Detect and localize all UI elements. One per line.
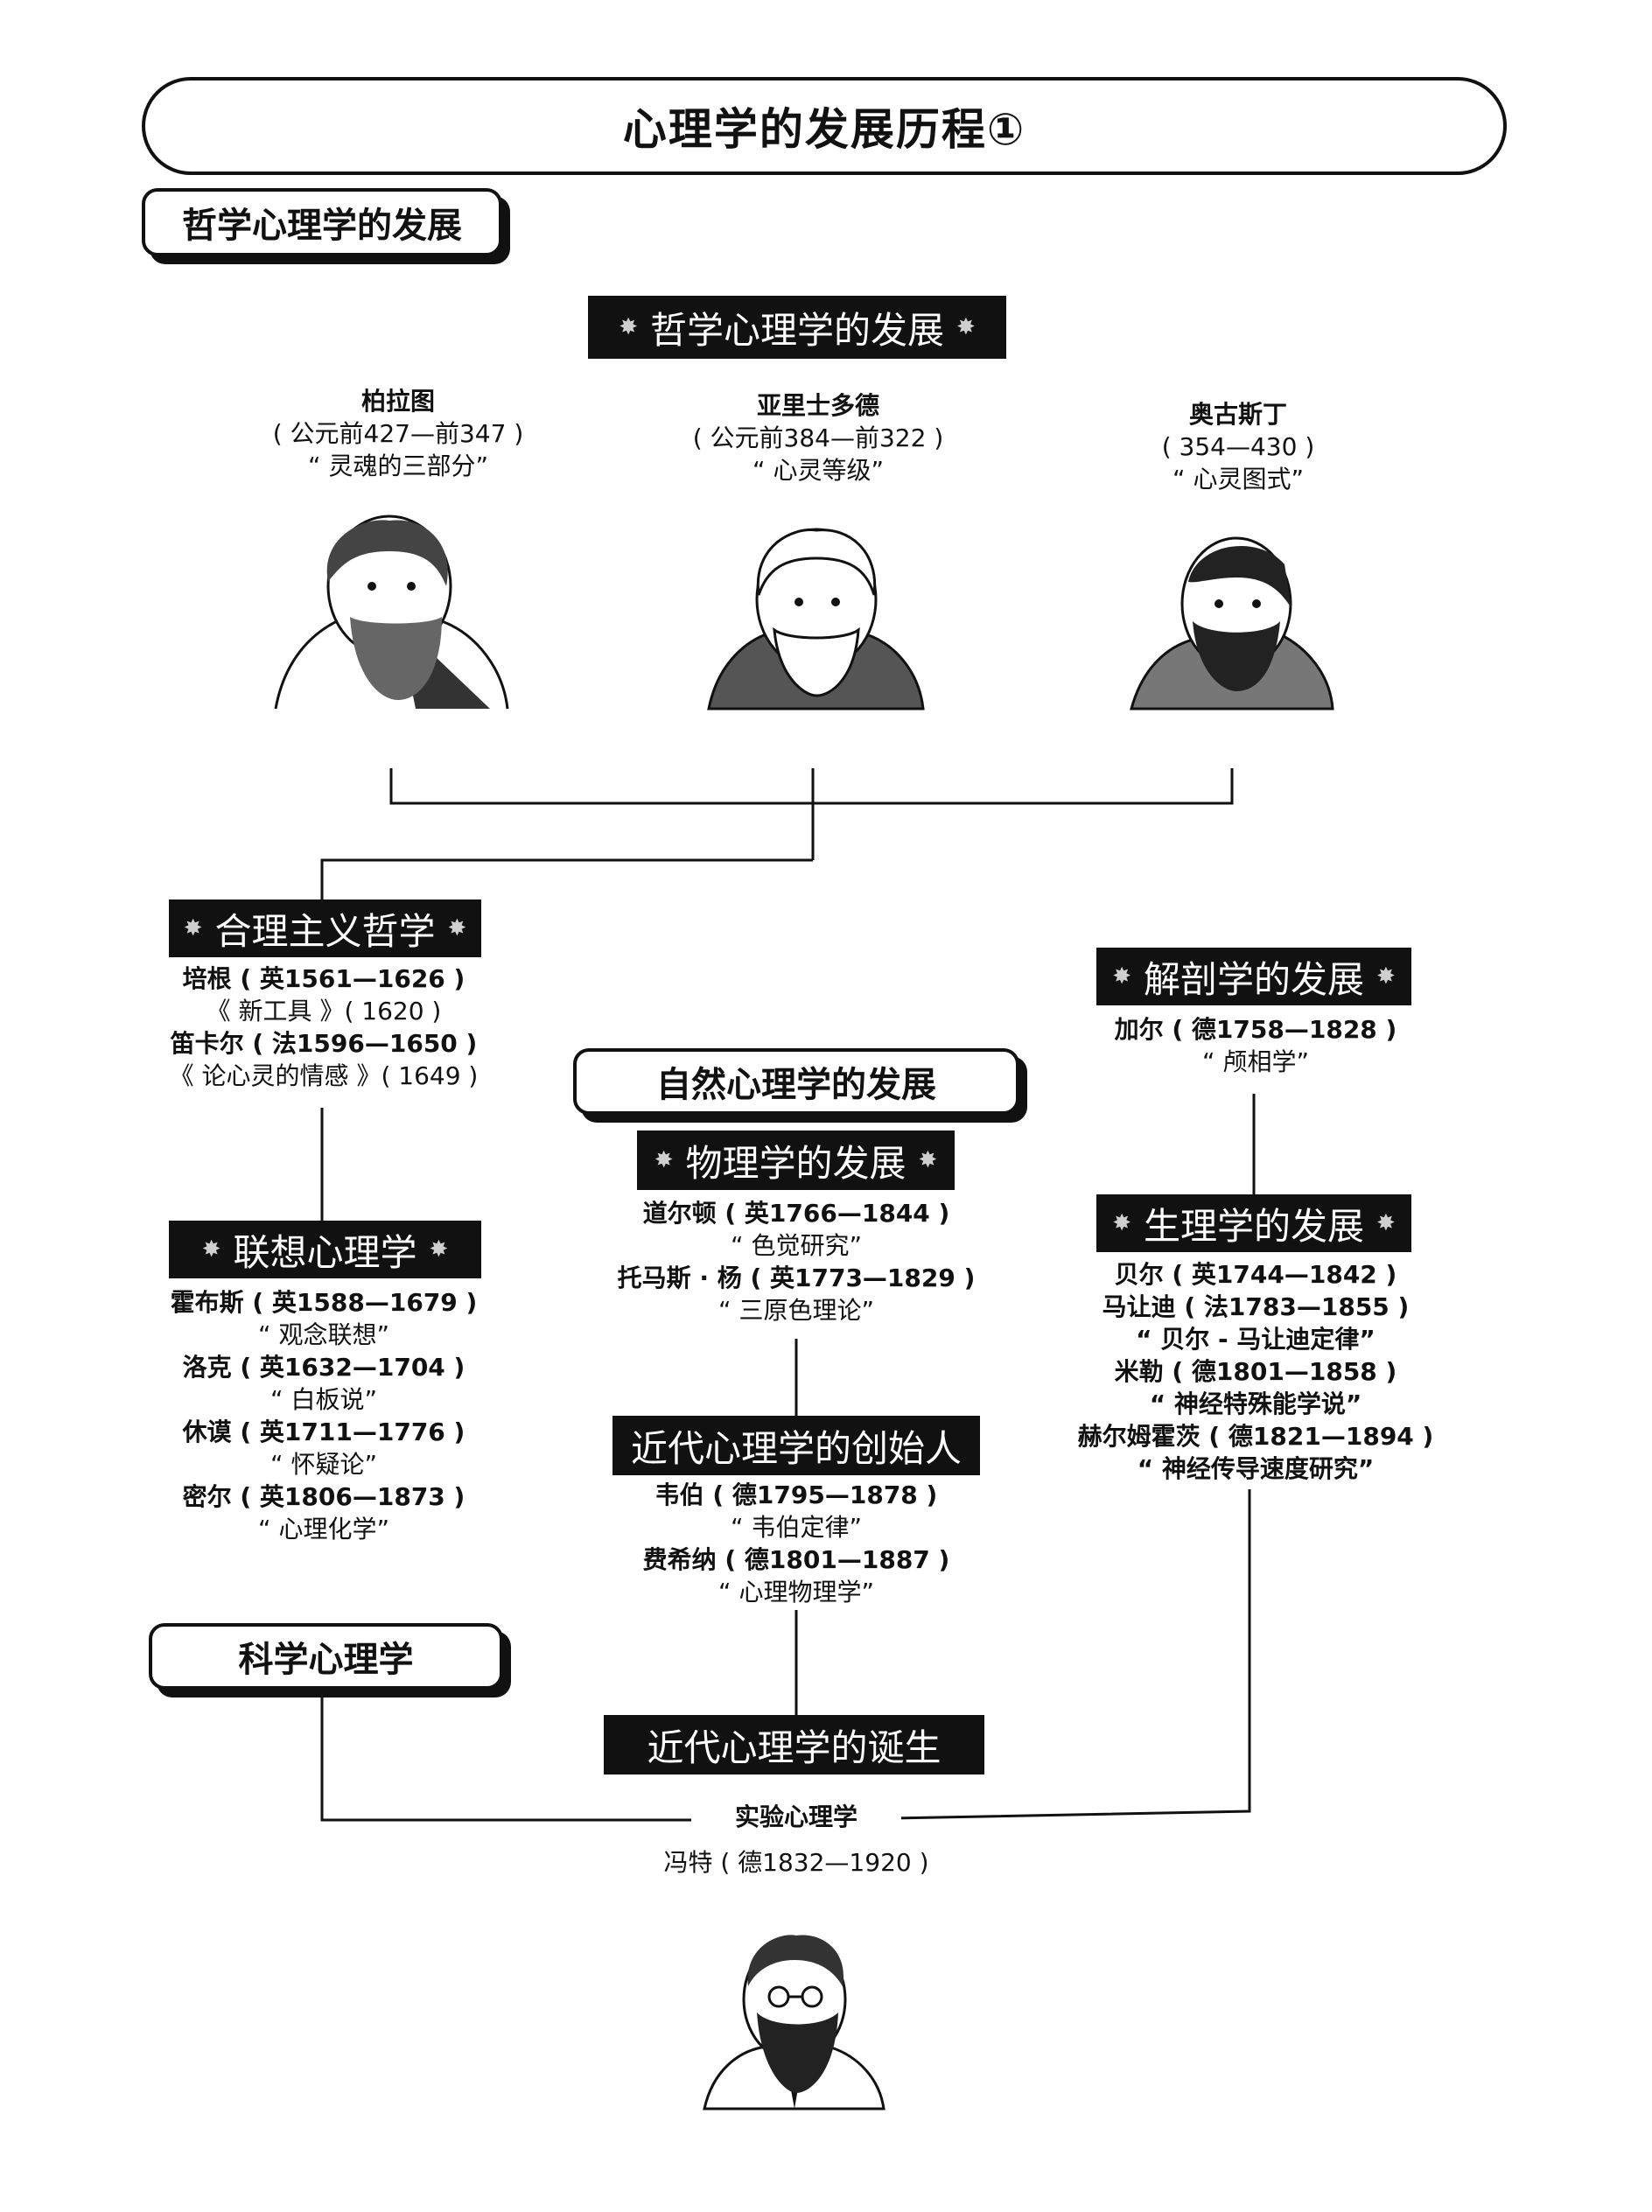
sparkle-icon: ✸ bbox=[1376, 963, 1396, 990]
header-anatomy: ✸ 解剖学的发展 ✸ bbox=[1096, 948, 1411, 1005]
associationism-line: 休谟 ( 英1711—1776 ) bbox=[182, 1418, 466, 1446]
philosopher-idea: “ 心灵图式” bbox=[1172, 465, 1304, 494]
physics-line: 托马斯 · 杨 ( 英1773—1829 ) bbox=[617, 1264, 976, 1292]
founders-line: 费希纳 ( 德1801—1887 ) bbox=[642, 1545, 950, 1574]
sparkle-icon: ✸ bbox=[619, 314, 638, 340]
physics-line: “ 色觉研究” bbox=[731, 1231, 862, 1260]
sparkle-icon: ✸ bbox=[201, 1236, 221, 1263]
wundt-info: 冯特 ( 德1832—1920 ) bbox=[612, 1846, 980, 1879]
header-philosophical: ✸ 哲学心理学的发展 ✸ bbox=[588, 296, 1006, 359]
wundt-name: 冯特 ( 德1832—1920 ) bbox=[663, 1848, 929, 1877]
rationalism-line: 《 新工具 》( 1620 ) bbox=[206, 997, 442, 1026]
header-physics-label: 物理学的发展 bbox=[685, 1141, 906, 1185]
section-tag-scientific-label: 科学心理学 bbox=[238, 1640, 414, 1680]
sparkle-icon: ✸ bbox=[654, 1147, 674, 1173]
associationism-line: 洛克 ( 英1632—1704 ) bbox=[182, 1353, 466, 1382]
page-title: 心理学的发展历程① bbox=[622, 104, 1026, 155]
philosopher-dates: ( 公元前427—前347 ) bbox=[272, 419, 524, 448]
associationism-line: “ 心理化学” bbox=[258, 1515, 389, 1544]
founders-line: “ 韦伯定律” bbox=[731, 1513, 862, 1542]
sparkle-icon: ✸ bbox=[956, 314, 976, 340]
associationism-line: 霍布斯 ( 英1588—1679 ) bbox=[170, 1288, 478, 1317]
rationalism-line: 培根 ( 英1561—1626 ) bbox=[182, 964, 466, 993]
physiology-line: 贝尔 ( 英1744—1842 ) bbox=[1114, 1260, 1397, 1289]
physiology-list: 贝尔 ( 英1744—1842 ) 马让迪 ( 法1783—1855 ) “ 贝… bbox=[1046, 1258, 1466, 1485]
philosopher-name: 亚里士多德 bbox=[756, 391, 879, 420]
header-modern-birth: 近代心理学的诞生 bbox=[604, 1715, 984, 1774]
sparkle-icon: ✸ bbox=[1112, 963, 1131, 990]
header-modern-founders: 近代心理学的创始人 bbox=[612, 1416, 980, 1475]
sparkle-icon: ✸ bbox=[918, 1147, 938, 1173]
sparkle-icon: ✸ bbox=[1376, 1210, 1396, 1236]
rationalism-line: 笛卡尔 ( 法1596—1650 ) bbox=[170, 1029, 478, 1058]
section-tag-philosophical: 哲学心理学的发展 bbox=[142, 188, 502, 256]
philosopher-aristotle: 亚里士多德 ( 公元前384—前322 ) “ 心灵等级” bbox=[630, 389, 1006, 486]
anatomy-list: 加尔 ( 德1758—1828 ) “ 颅相学” bbox=[1063, 1013, 1448, 1078]
section-tag-natural: 自然心理学的发展 bbox=[573, 1048, 1019, 1115]
physics-line: 道尔顿 ( 英1766—1844 ) bbox=[642, 1199, 950, 1228]
experimental-label: 实验心理学 bbox=[734, 1802, 858, 1831]
associationism-line: “ 观念联想” bbox=[258, 1320, 389, 1349]
wundt-portrait bbox=[703, 1935, 886, 2110]
header-physiology-label: 生理学的发展 bbox=[1144, 1204, 1365, 1248]
physics-line: “ 三原色理论” bbox=[718, 1296, 874, 1325]
philosopher-idea: “ 灵魂的三部分” bbox=[308, 452, 488, 480]
philosopher-plato: 柏拉图 ( 公元前427—前347 ) “ 灵魂的三部分” bbox=[210, 385, 586, 482]
header-associationism: ✸ 联想心理学 ✸ bbox=[169, 1221, 481, 1278]
header-physics: ✸ 物理学的发展 ✸ bbox=[637, 1130, 955, 1190]
header-physiology: ✸ 生理学的发展 ✸ bbox=[1096, 1194, 1411, 1252]
header-modern-birth-label: 近代心理学的诞生 bbox=[647, 1726, 942, 1769]
sparkle-icon: ✸ bbox=[447, 915, 467, 942]
page-title-pill: 心理学的发展历程① bbox=[142, 77, 1507, 175]
section-tag-philosophical-label: 哲学心理学的发展 bbox=[182, 206, 462, 246]
philosopher-name: 奥古斯丁 bbox=[1188, 400, 1287, 429]
anatomy-line: 加尔 ( 德1758—1828 ) bbox=[1114, 1015, 1397, 1044]
anatomy-line: “ 颅相学” bbox=[1202, 1047, 1309, 1076]
section-tag-scientific: 科学心理学 bbox=[149, 1623, 503, 1690]
founders-line: 韦伯 ( 德1795—1878 ) bbox=[654, 1480, 938, 1509]
section-tag-natural-label: 自然心理学的发展 bbox=[656, 1065, 936, 1105]
physiology-line: “ 神经传导速度研究” bbox=[1137, 1454, 1375, 1483]
header-philosophical-label: 哲学心理学的发展 bbox=[650, 308, 945, 352]
header-rationalism: ✸ 合理主义哲学 ✸ bbox=[169, 900, 481, 957]
aristotle-portrait bbox=[707, 528, 925, 710]
sparkle-icon: ✸ bbox=[429, 1236, 449, 1263]
philosopher-dates: ( 公元前384—前322 ) bbox=[692, 424, 944, 452]
physiology-line: 米勒 ( 德1801—1858 ) bbox=[1114, 1357, 1397, 1386]
founders-list: 韦伯 ( 德1795—1878 ) “ 韦伯定律” 费希纳 ( 德1801—18… bbox=[595, 1479, 998, 1608]
physiology-line: 赫尔姆霍茨 ( 德1821—1894 ) bbox=[1077, 1422, 1434, 1451]
rationalism-list: 培根 ( 英1561—1626 ) 《 新工具 》( 1620 ) 笛卡尔 ( … bbox=[131, 962, 516, 1092]
philosopher-name: 柏拉图 bbox=[360, 387, 435, 416]
physiology-line: “ 贝尔 - 马让迪定律” bbox=[1136, 1325, 1376, 1354]
header-rationalism-label: 合理主义哲学 bbox=[214, 909, 436, 953]
rationalism-line: 《 论心灵的情感 》( 1649 ) bbox=[169, 1061, 479, 1090]
philosopher-idea: “ 心灵等级” bbox=[752, 456, 884, 485]
augustine-portrait bbox=[1130, 536, 1334, 710]
header-associationism-label: 联想心理学 bbox=[233, 1230, 417, 1274]
associationism-line: “ 白板说” bbox=[270, 1385, 377, 1414]
philosopher-dates: ( 354—430 ) bbox=[1161, 432, 1315, 461]
physics-list: 道尔顿 ( 英1766—1844 ) “ 色觉研究” 托马斯 · 杨 ( 英17… bbox=[595, 1197, 998, 1326]
associationism-line: “ 怀疑论” bbox=[270, 1450, 377, 1479]
associationism-line: 密尔 ( 英1806—1873 ) bbox=[182, 1482, 466, 1511]
experimental-label-box: 实验心理学 bbox=[691, 1801, 901, 1833]
philosopher-augustine: 奥古斯丁 ( 354—430 ) “ 心灵图式” bbox=[1050, 398, 1426, 495]
header-modern-founders-label: 近代心理学的创始人 bbox=[631, 1426, 962, 1470]
sparkle-icon: ✸ bbox=[183, 915, 203, 942]
physiology-line: “ 神经特殊能学说” bbox=[1149, 1390, 1362, 1418]
sparkle-icon: ✸ bbox=[1112, 1210, 1131, 1236]
plato-portrait bbox=[274, 514, 509, 710]
associationism-list: 霍布斯 ( 英1588—1679 ) “ 观念联想” 洛克 ( 英1632—17… bbox=[131, 1286, 516, 1545]
header-anatomy-label: 解剖学的发展 bbox=[1144, 957, 1365, 1001]
physiology-line: 马让迪 ( 法1783—1855 ) bbox=[1102, 1292, 1410, 1321]
founders-line: “ 心理物理学” bbox=[718, 1578, 874, 1606]
